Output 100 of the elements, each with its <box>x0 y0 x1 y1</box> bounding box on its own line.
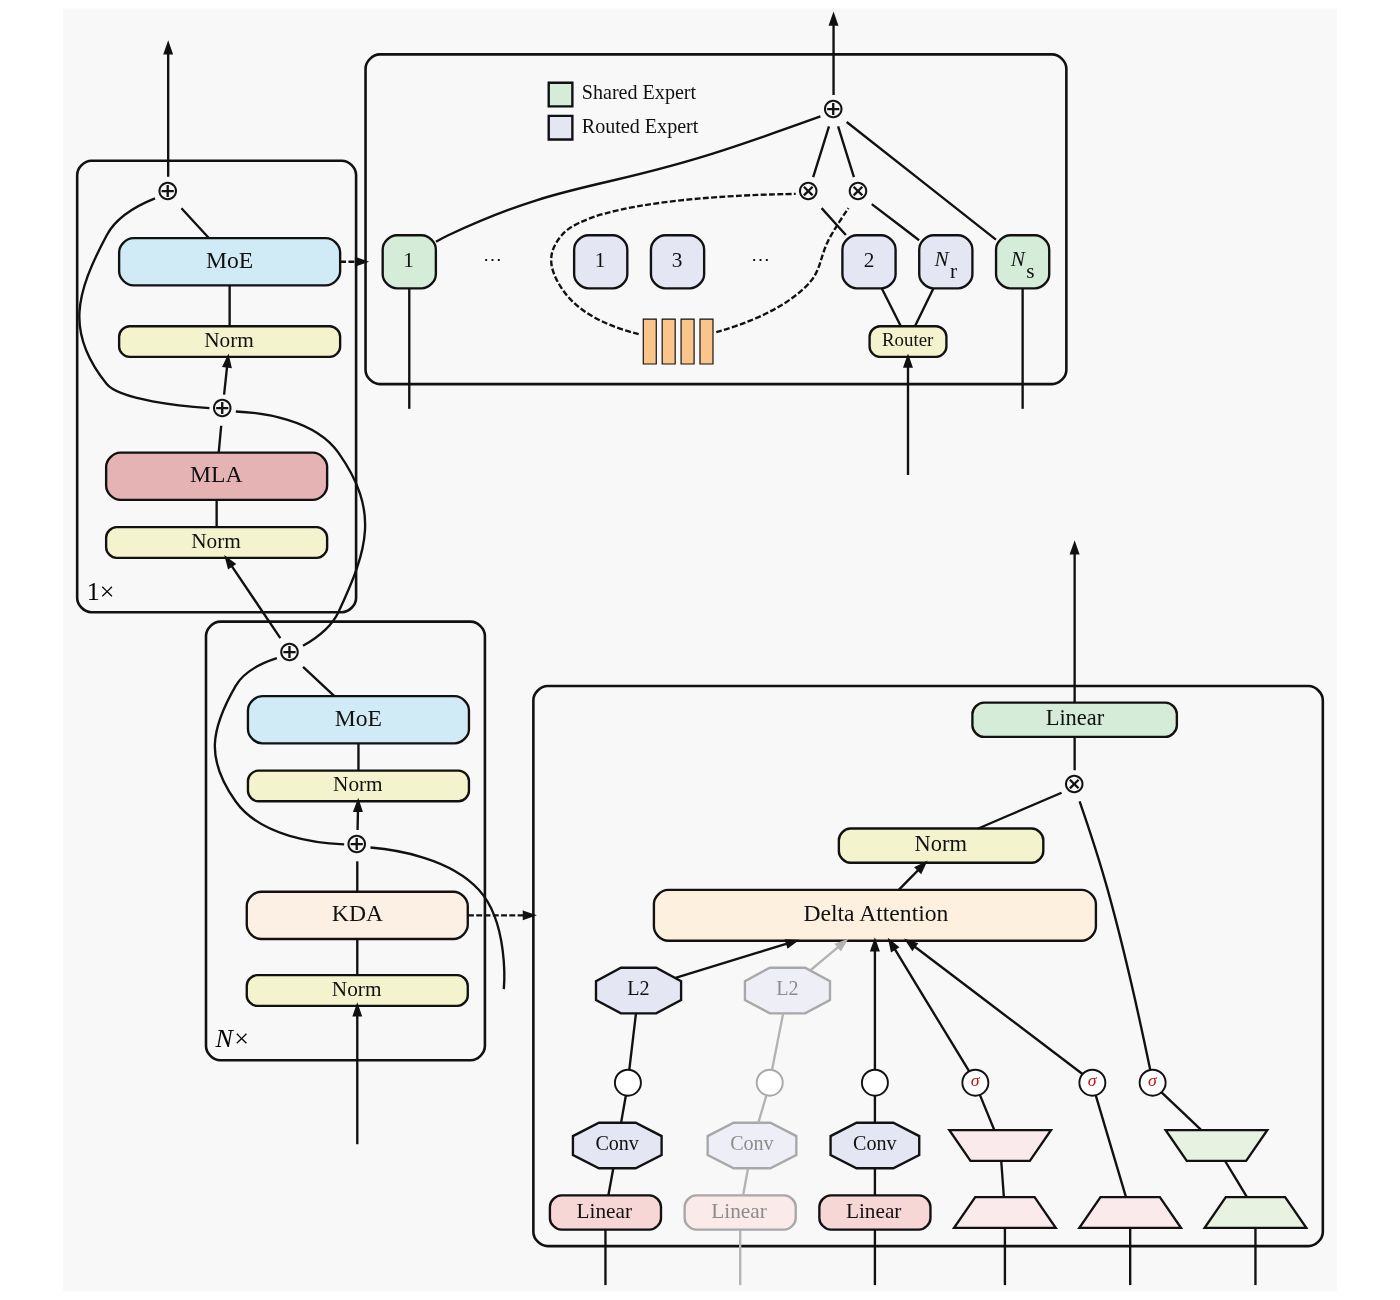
node-circle <box>613 1068 642 1097</box>
node-text: ⊗ <box>796 173 821 207</box>
connector <box>741 1168 750 1196</box>
arrow <box>903 353 913 475</box>
node-box: Linear <box>683 1194 797 1231</box>
node-label: N× <box>215 1023 250 1053</box>
node-text: ⊗ <box>845 173 870 207</box>
label: ⋯ <box>482 249 502 271</box>
arrow <box>163 40 174 177</box>
connector <box>871 203 920 242</box>
connector <box>873 1095 877 1123</box>
connector <box>1000 1160 1006 1197</box>
arrow <box>675 939 800 980</box>
node-trapezoid <box>1163 1129 1270 1163</box>
node-box: MoE <box>246 694 471 745</box>
label: ⋯ <box>750 249 770 271</box>
connector <box>235 410 367 647</box>
connector <box>628 1013 638 1070</box>
cluster <box>532 684 1325 1248</box>
node-box: MLA <box>104 451 329 502</box>
node-label: 1× <box>86 576 115 606</box>
connector <box>873 1168 877 1196</box>
arrow <box>828 11 839 95</box>
connector <box>215 500 218 527</box>
connector <box>604 1229 607 1286</box>
connector <box>550 192 796 336</box>
connector <box>1094 1095 1127 1197</box>
arrow <box>897 860 928 891</box>
connector <box>1129 1228 1132 1286</box>
connector <box>78 197 210 410</box>
arrow <box>809 938 849 972</box>
connector <box>435 115 821 243</box>
arrow <box>340 256 370 267</box>
legend-label: Shared Expert <box>581 81 697 104</box>
node-box: Linear <box>971 701 1179 739</box>
arrow <box>352 1002 363 1145</box>
arrow <box>352 797 363 830</box>
node-text: ⊗ <box>1062 767 1086 801</box>
connector <box>913 288 935 327</box>
node-text: ⊕ <box>344 826 369 860</box>
node-box: Delta Attention <box>652 888 1098 942</box>
connector <box>1078 800 1152 1071</box>
node-trapezoid <box>1077 1195 1184 1229</box>
connector <box>370 846 506 990</box>
node-trapezoid <box>1202 1195 1309 1229</box>
node-circle: σ <box>1138 1068 1167 1097</box>
cluster <box>364 53 1068 386</box>
connector <box>356 939 359 975</box>
legend-label: Routed Expert <box>581 114 699 137</box>
connector <box>715 207 850 334</box>
connector <box>619 1095 627 1124</box>
node-trapezoid <box>947 1129 1054 1163</box>
connector <box>1021 288 1024 409</box>
arrow <box>887 937 971 1072</box>
connector <box>880 288 902 327</box>
connector <box>180 207 210 239</box>
node-text: ⊕ <box>155 173 180 207</box>
connector <box>978 1094 996 1131</box>
connector <box>213 657 345 846</box>
node-trapezoid <box>951 1195 1058 1229</box>
node-circle: σ <box>1078 1068 1107 1097</box>
node-box: Norm <box>245 974 469 1008</box>
node-box: 3 <box>649 234 706 290</box>
connector <box>1003 1228 1007 1286</box>
node-box: Norm <box>117 325 342 359</box>
node-box: KDA <box>245 890 469 941</box>
node-box: Linear <box>818 1194 932 1231</box>
arrow <box>222 353 232 395</box>
node-box: Router <box>868 325 948 359</box>
connector <box>217 425 223 453</box>
connector <box>837 126 856 178</box>
arrow <box>904 938 1084 1075</box>
connector <box>757 1095 768 1124</box>
connector <box>408 288 411 409</box>
node-text: ⊕ <box>210 391 234 425</box>
connector <box>739 1229 742 1286</box>
connector <box>356 861 359 892</box>
arrow <box>1069 540 1080 703</box>
node-box: 1 <box>572 234 629 290</box>
connector <box>977 791 1062 830</box>
node-box: Norm <box>104 525 329 559</box>
arrow <box>467 910 537 921</box>
connector <box>873 1229 877 1286</box>
node-text: ⊕ <box>821 91 845 125</box>
connector <box>820 207 847 236</box>
node-circle <box>755 1068 784 1097</box>
connector <box>845 121 997 241</box>
connector <box>812 126 831 178</box>
connector <box>1073 737 1076 771</box>
node-box: MoE <box>117 237 342 287</box>
connector <box>228 285 231 327</box>
node-box: Norm <box>837 827 1045 864</box>
connector <box>1160 1091 1203 1131</box>
connector <box>607 1168 615 1196</box>
node-circle <box>860 1068 889 1097</box>
node-box: 1 <box>381 234 438 290</box>
connector <box>770 1013 785 1071</box>
connector <box>302 666 335 697</box>
node-circle: σ <box>961 1068 990 1097</box>
connector <box>357 743 360 771</box>
